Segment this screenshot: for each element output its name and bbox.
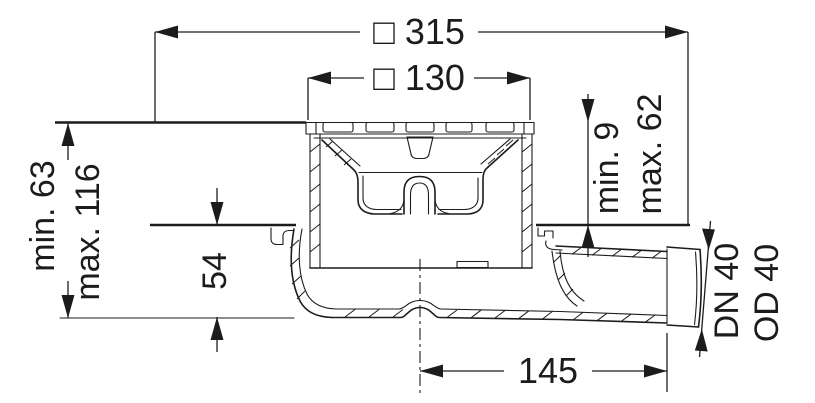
- dimension-installation-depth: min. 63 max. 116: [24, 123, 107, 318]
- arrow-right: [644, 364, 667, 378]
- base-left-wall-inner: [298, 228, 337, 310]
- arrow-up: [61, 123, 75, 146]
- pipe-top-inner: [555, 252, 668, 260]
- socket-end-outer: [697, 248, 703, 328]
- base-hatching: [289, 239, 656, 323]
- arrow-down: [581, 99, 595, 122]
- socket-bottom: [666, 324, 700, 328]
- trap-lifting-tab: [406, 136, 434, 160]
- label-top-section-max: max. 62: [631, 94, 669, 215]
- socket-end-inner: [693, 251, 698, 326]
- dimension-outlet-diameter: DN 40 OD 40: [694, 220, 786, 358]
- trap-bowl-left-outer: [321, 139, 403, 215]
- base-left-wall-outer: [290, 228, 333, 319]
- arrow-up: [581, 225, 595, 248]
- pipe-top-outer: [555, 245, 668, 253]
- trap-bell-flare-left: [389, 199, 405, 215]
- trap-bowl-left-inner: [362, 175, 402, 211]
- dimension-outlet-offset: 145: [420, 333, 668, 392]
- arrow-up: [210, 317, 224, 340]
- grate-rib: [485, 121, 515, 133]
- dimension-top-section-height: min. 9 max. 62: [581, 94, 669, 257]
- drain-grate: [305, 121, 535, 139]
- trap-funnel-right-inner: [480, 138, 511, 165]
- base-right-wall-inner: [559, 250, 585, 302]
- label-grate-width: □ 130: [373, 57, 465, 98]
- trap-funnel-left-inner: [329, 138, 361, 167]
- grate-ribs: [322, 121, 515, 133]
- outlet-pipe: [555, 245, 703, 328]
- drain-riser: [309, 133, 533, 269]
- dimension-base-height: 54: [196, 188, 234, 352]
- arrow-down: [61, 295, 75, 318]
- label-outlet-offset: 145: [518, 350, 578, 391]
- arrow-left: [308, 71, 331, 85]
- base-right-clip-hook: [545, 240, 563, 251]
- grate-rib: [405, 121, 435, 133]
- label-outlet-dn: DN 40: [708, 243, 746, 339]
- pipe-top-hatching: [571, 247, 662, 259]
- arrow-right: [665, 25, 688, 39]
- riser-wall-hatching: [309, 143, 533, 253]
- drain-base-body: [270, 227, 668, 324]
- socket-top: [666, 246, 701, 251]
- label-base-height: 54: [196, 252, 234, 290]
- grate-rib: [322, 121, 354, 133]
- label-overall-width: □ 315: [373, 11, 465, 52]
- trap-bowl-right-inner: [438, 177, 479, 211]
- arrow-up: [694, 329, 708, 352]
- trap-insert: [321, 136, 519, 215]
- trap-bell-inner: [409, 182, 430, 215]
- grate-rib: [365, 121, 395, 133]
- trap-bell-outer: [403, 175, 436, 215]
- floor-lines: [55, 121, 690, 319]
- arrow-left: [420, 364, 443, 378]
- grate-rib: [445, 121, 473, 133]
- label-top-section-min: min. 9: [588, 122, 626, 215]
- base-right-clip: [537, 227, 554, 239]
- label-outlet-od: OD 40: [748, 244, 786, 342]
- riser-floor-clip: [456, 260, 489, 269]
- grate-end-block-left: [305, 121, 317, 135]
- base-right-wall-outer: [551, 250, 578, 307]
- label-installation-min: min. 63: [24, 160, 62, 272]
- label-installation-max: max. 116: [69, 163, 107, 300]
- arrow-right: [507, 71, 530, 85]
- trap-funnel-hatching: [325, 139, 514, 166]
- base-left-clip: [270, 227, 295, 246]
- arrow-left: [155, 25, 178, 39]
- dimension-overall-width: □ 315: [154, 11, 689, 224]
- grate-end-block-right: [523, 121, 535, 135]
- trap-bowl-right-outer: [437, 139, 519, 215]
- trap-bell-flare-right: [434, 199, 450, 215]
- dimension-grate-width: □ 130: [307, 57, 531, 120]
- arrow-down: [210, 202, 224, 225]
- arrow-down: [702, 228, 715, 250]
